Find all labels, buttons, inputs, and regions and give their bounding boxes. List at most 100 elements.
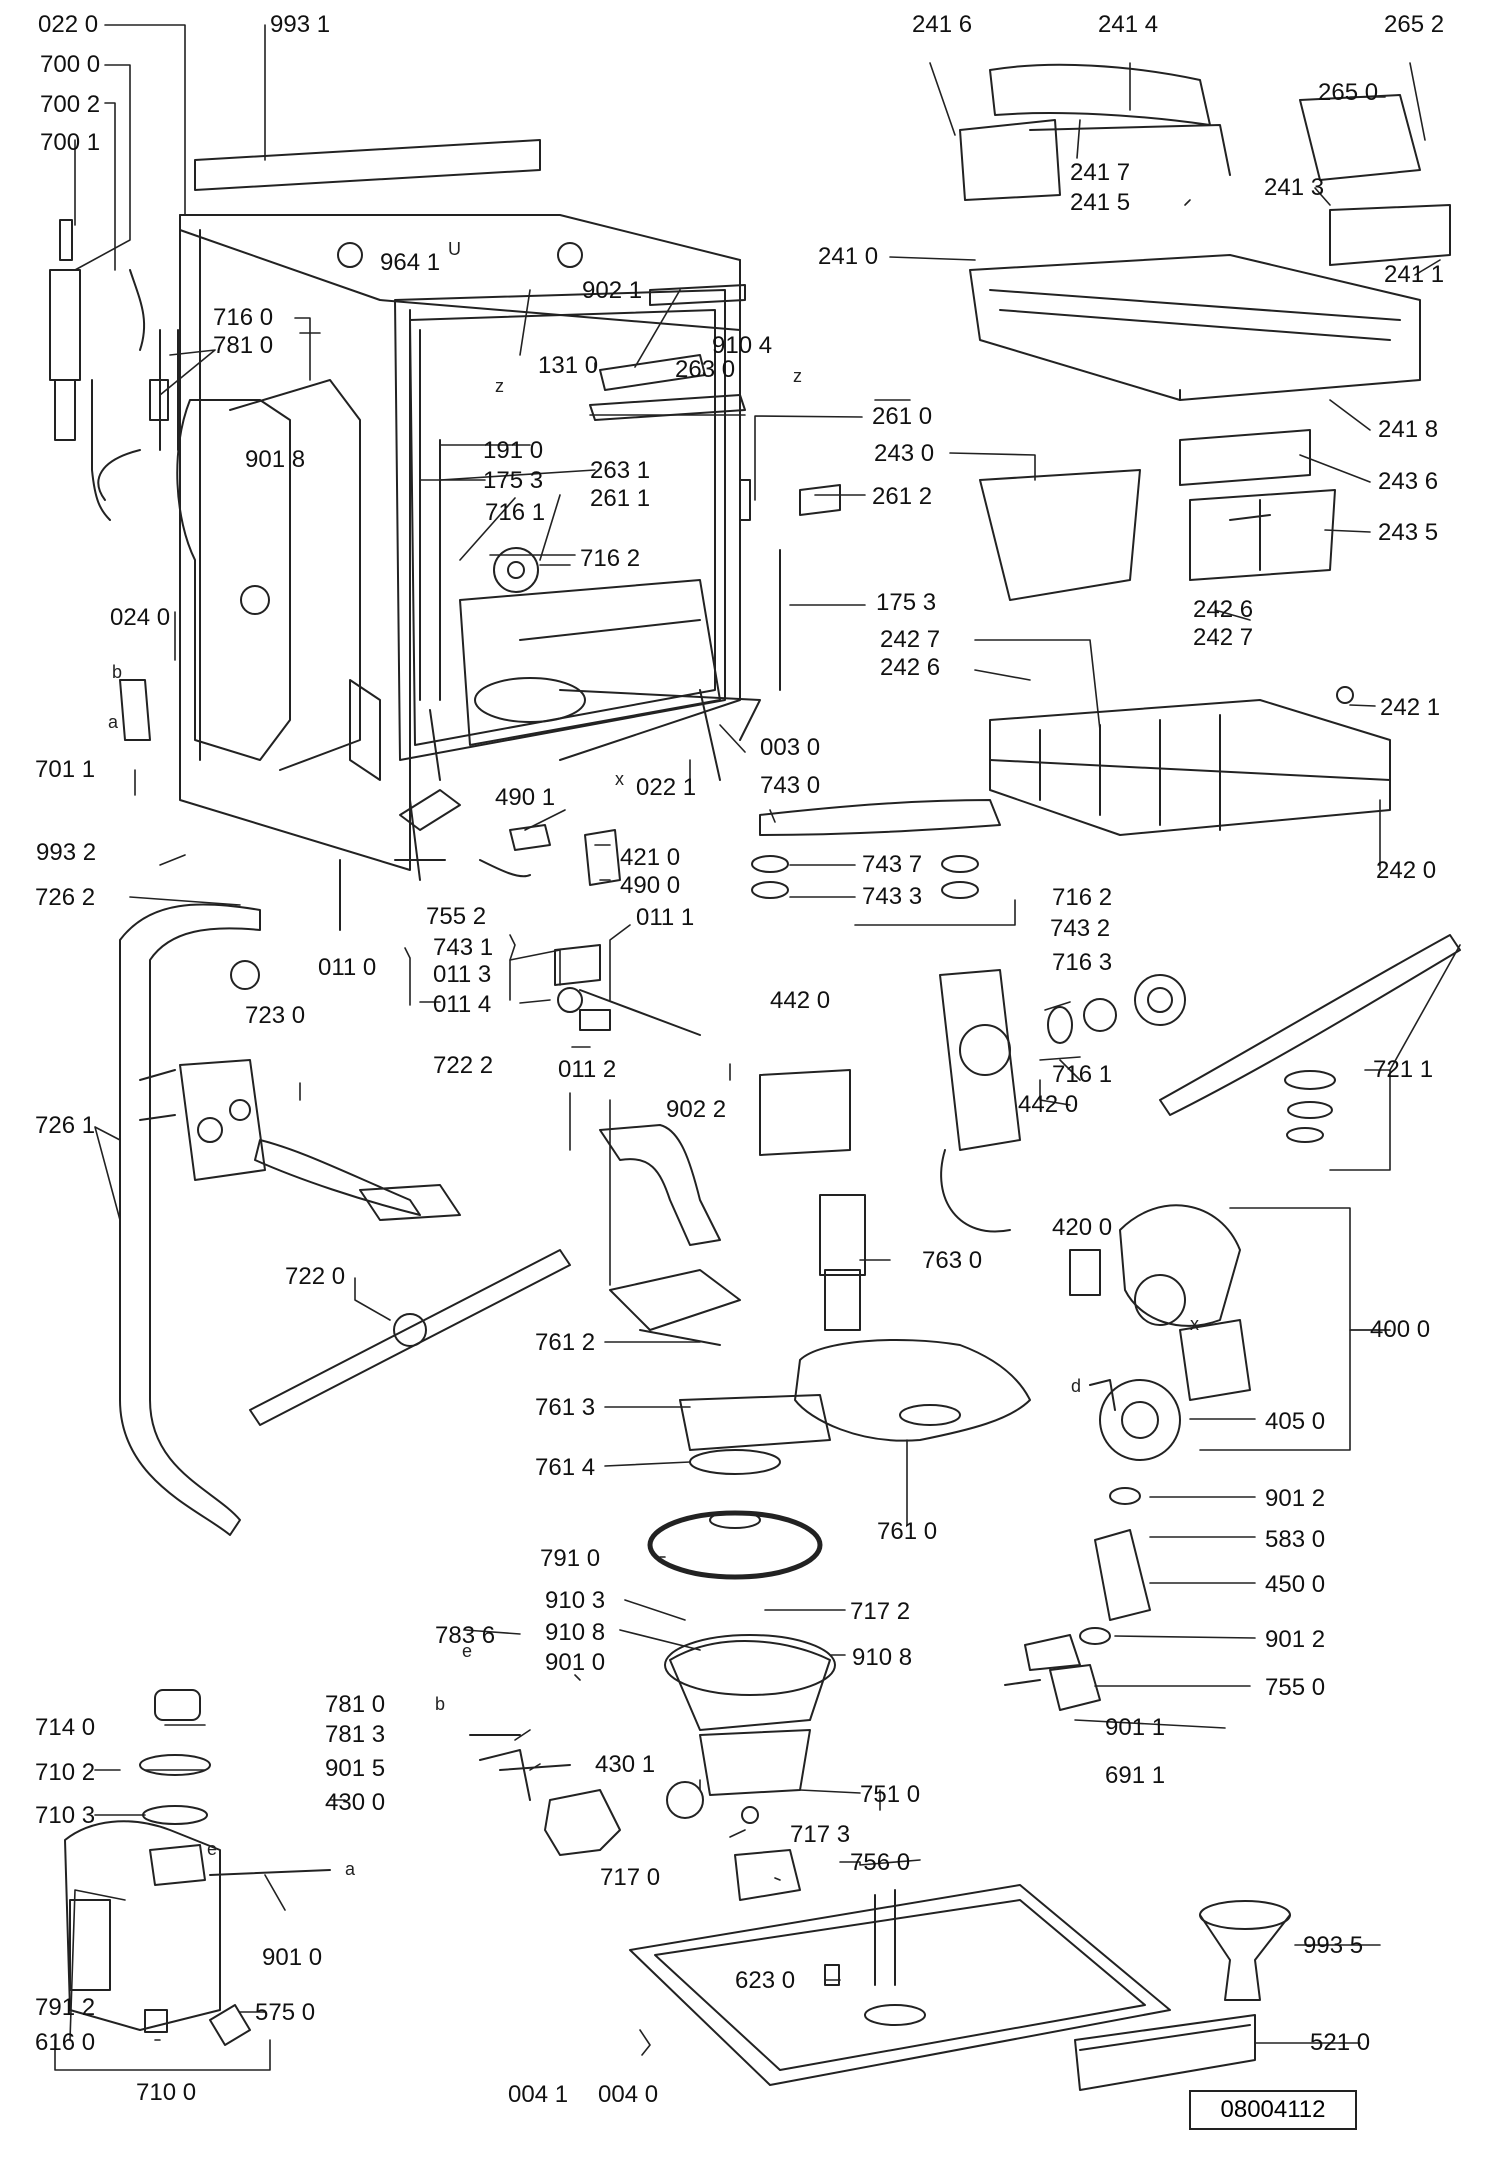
lower-basket-242 xyxy=(989,686,1391,836)
part-label: 575 0 xyxy=(255,1999,316,2026)
part-label: 691 1 xyxy=(1105,1762,1166,1789)
part-label: 901 2 xyxy=(1265,1626,1326,1653)
part-label: 011 2 xyxy=(558,1056,617,1083)
part-label: 964 1 xyxy=(380,249,441,276)
water-duct-726 xyxy=(119,903,261,1536)
part-label: 781 0 xyxy=(213,332,274,359)
part-label: 722 0 xyxy=(285,1263,346,1290)
part-label: 241 1 xyxy=(1384,261,1445,288)
part-label: 242 7 xyxy=(1193,624,1254,651)
funnel-993 xyxy=(1199,1900,1291,2001)
part-label: 243 0 xyxy=(874,440,935,467)
part-label: 242 7 xyxy=(880,626,941,653)
part-label: 003 0 xyxy=(760,734,821,761)
pump-housing-751 xyxy=(664,1634,836,1901)
part-label: 901 5 xyxy=(325,1755,386,1782)
part-label: 743 7 xyxy=(862,851,923,878)
marker-z2: z xyxy=(793,366,802,386)
part-label: 714 0 xyxy=(35,1714,96,1741)
part-label: 901 0 xyxy=(262,1944,323,1971)
part-label: 700 1 xyxy=(40,129,101,156)
part-label: 241 3 xyxy=(1264,174,1325,201)
part-label: 700 0 xyxy=(40,51,101,78)
marker-a1: a xyxy=(108,712,119,732)
top-cutlery-rack-241 xyxy=(959,63,1451,401)
part-label: 726 1 xyxy=(35,1112,96,1139)
part-label: 910 8 xyxy=(545,1619,606,1646)
part-label: 716 2 xyxy=(1052,884,1113,911)
part-label: 783 6 xyxy=(435,1622,496,1649)
arm-743 xyxy=(751,799,1021,1233)
part-label: 791 2 xyxy=(35,1994,96,2021)
circulation-pump-400 xyxy=(1004,1204,1251,1711)
part-label: 743 2 xyxy=(1050,915,1111,942)
part-label: 901 8 xyxy=(245,446,306,473)
part-label: 743 0 xyxy=(760,772,821,799)
part-label: 175 3 xyxy=(876,589,937,616)
leader-lines xyxy=(54,24,1461,2071)
part-label: 791 0 xyxy=(540,1545,601,1572)
part-label: 265 2 xyxy=(1384,11,1445,38)
part-label: 722 2 xyxy=(433,1052,494,1079)
part-label: 755 2 xyxy=(426,903,487,930)
part-label: 430 0 xyxy=(325,1789,386,1816)
filter-763 xyxy=(819,1194,866,1331)
part-label: 191 0 xyxy=(483,437,544,464)
basket-243 xyxy=(979,429,1336,601)
water-inlet-hose xyxy=(49,219,179,741)
marker-b2: b xyxy=(435,1694,445,1714)
part-label: 241 7 xyxy=(1070,159,1131,186)
marker-u1: U xyxy=(448,239,461,259)
part-label: 261 0 xyxy=(872,403,933,430)
part-label: 761 3 xyxy=(535,1394,596,1421)
part-label: 761 2 xyxy=(535,1329,596,1356)
part-label: 241 8 xyxy=(1378,416,1439,443)
part-label: 710 0 xyxy=(136,2079,197,2106)
part-label: 011 1 xyxy=(636,904,695,931)
part-label: 022 1 xyxy=(636,774,697,801)
part-label: 723 0 xyxy=(245,1002,306,1029)
part-label: 993 5 xyxy=(1303,1932,1364,1959)
part-label: 490 1 xyxy=(495,784,556,811)
part-label: 726 2 xyxy=(35,884,96,911)
part-label: 717 3 xyxy=(790,1821,851,1848)
part-label: 175 3 xyxy=(483,467,544,494)
marker-b1: b xyxy=(112,662,122,682)
part-label: 993 1 xyxy=(270,11,331,38)
part-label: 442 0 xyxy=(770,987,831,1014)
part-label: 902 2 xyxy=(666,1096,727,1123)
part-label: 521 0 xyxy=(1310,2029,1371,2056)
part-label: 716 3 xyxy=(1052,949,1113,976)
part-label: 710 2 xyxy=(35,1759,96,1786)
part-label: 716 1 xyxy=(485,499,546,526)
part-label: 743 1 xyxy=(433,934,494,961)
part-label: 761 0 xyxy=(877,1518,938,1545)
marker-a2: a xyxy=(345,1859,356,1879)
part-label: 421 0 xyxy=(620,844,681,871)
part-label: 241 4 xyxy=(1098,11,1159,38)
cabinet-frame xyxy=(176,139,761,871)
part-label: 004 0 xyxy=(598,2081,659,2108)
part-label: 901 1 xyxy=(1105,1714,1166,1741)
gears-716 xyxy=(1047,974,1186,1044)
softener-710 xyxy=(64,1689,331,2046)
part-label: 242 0 xyxy=(1376,857,1437,884)
part-label: 717 0 xyxy=(600,1864,661,1891)
part-label: 743 3 xyxy=(862,883,923,910)
part-label: 241 5 xyxy=(1070,189,1131,216)
part-label: 721 1 xyxy=(1373,1056,1434,1083)
marker-x2: x xyxy=(1190,1314,1199,1334)
part-label: 243 6 xyxy=(1378,468,1439,495)
part-label: 261 1 xyxy=(590,485,651,512)
part-label: 263 1 xyxy=(590,457,651,484)
part-label: 450 0 xyxy=(1265,1571,1326,1598)
sump-761 xyxy=(647,1339,1031,1580)
spray-arm-721 xyxy=(1159,934,1461,1143)
part-label: 910 4 xyxy=(712,332,773,359)
spray-arm-upper xyxy=(249,1139,571,1426)
part-label: 701 1 xyxy=(35,756,96,783)
marker-x1: x xyxy=(615,769,624,789)
part-label: 442 0 xyxy=(1018,1091,1079,1118)
part-label: 902 1 xyxy=(582,277,643,304)
